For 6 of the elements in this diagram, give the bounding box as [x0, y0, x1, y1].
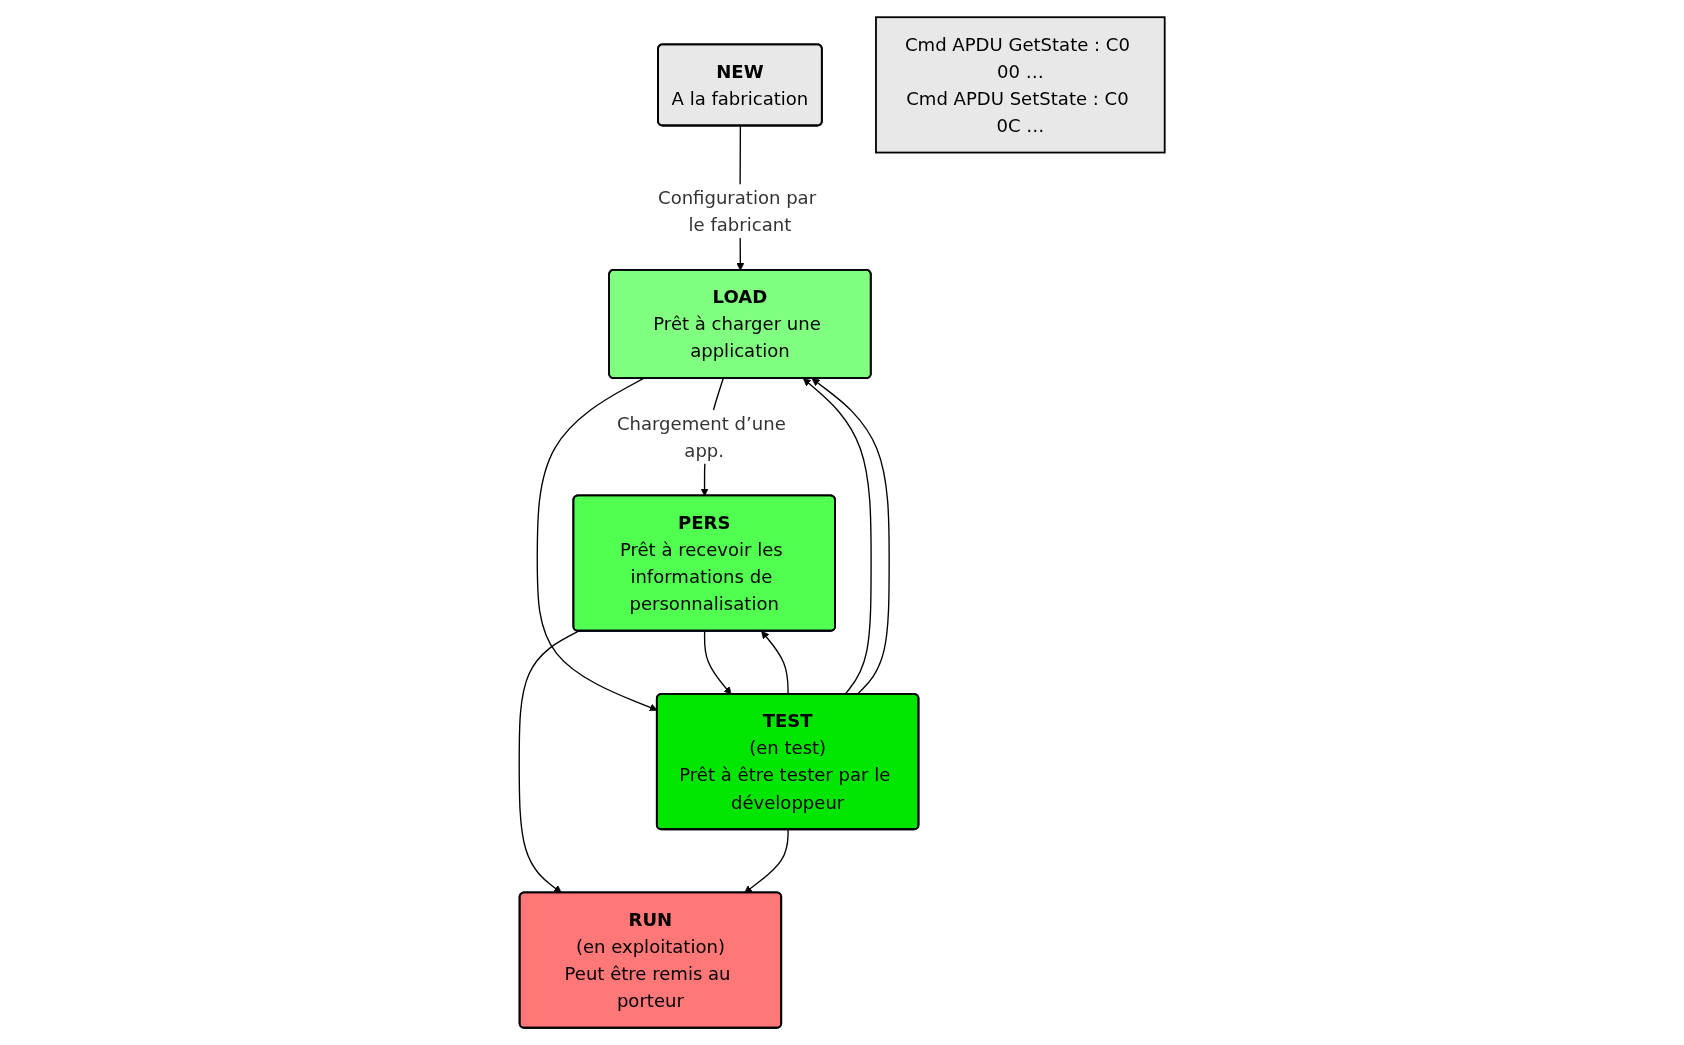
node-box: Cmd APDU GetState : C0 00 … Cmd APDU SetState : C0 0C … [875, 16, 1166, 154]
arrow [703, 630, 732, 695]
arrow [518, 630, 580, 894]
edge-label: Chargement d’une app. [616, 412, 786, 462]
edge-label: Configuration par le fabricant [658, 186, 817, 236]
arrow [744, 829, 789, 894]
